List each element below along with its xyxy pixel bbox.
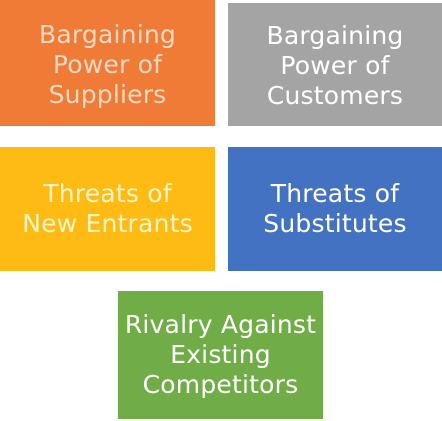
substitutes-label: Threats of Substitutes: [263, 179, 407, 238]
rivalry-box: Rivalry Against Existing Competitors: [118, 291, 323, 419]
new-entrants-label: Threats of New Entrants: [22, 179, 193, 238]
new-entrants-box: Threats of New Entrants: [0, 147, 215, 271]
suppliers-label: Bargaining Power of Suppliers: [39, 20, 176, 109]
customers-box: Bargaining Power of Customers: [228, 3, 442, 126]
substitutes-box: Threats of Substitutes: [228, 147, 442, 271]
rivalry-label: Rivalry Against Existing Competitors: [124, 310, 317, 399]
suppliers-box: Bargaining Power of Suppliers: [0, 0, 215, 126]
customers-label: Bargaining Power of Customers: [266, 20, 404, 110]
